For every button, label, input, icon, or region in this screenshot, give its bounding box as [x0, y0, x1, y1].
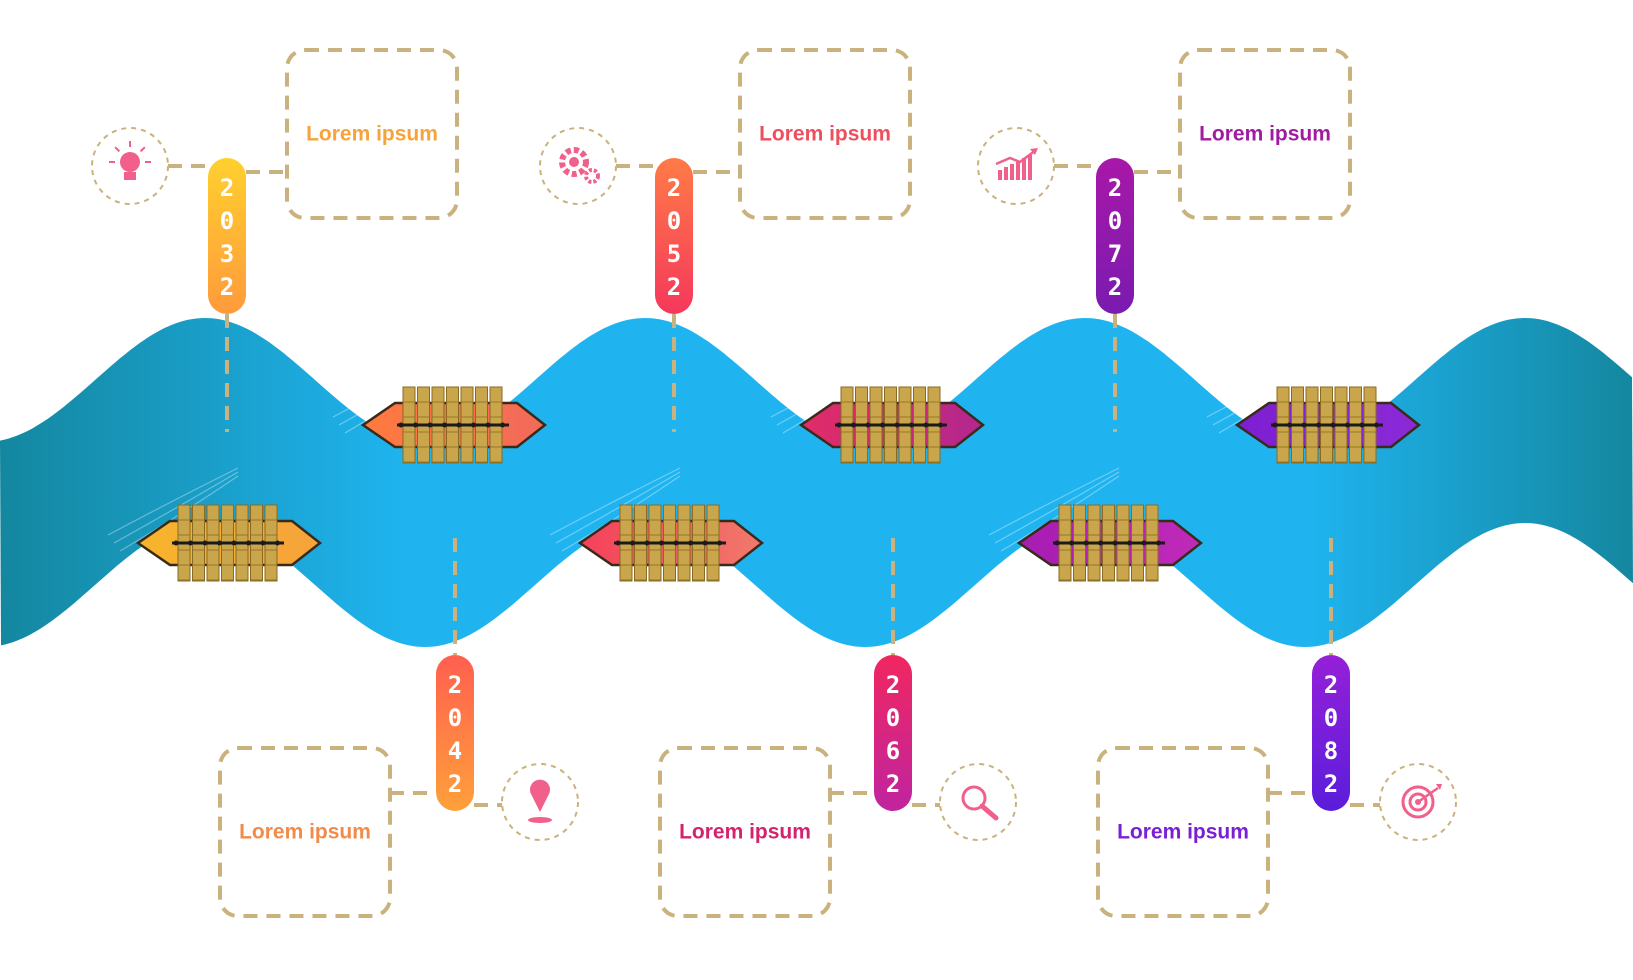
boat — [107, 467, 323, 582]
icon-ring — [501, 763, 579, 841]
card-label: Lorem ipsum — [1199, 123, 1331, 146]
boat — [988, 467, 1204, 582]
card-label: Lorem ipsum — [239, 821, 371, 844]
boat — [549, 467, 765, 582]
gears-icon — [559, 147, 600, 184]
connector-layer — [168, 164, 1380, 807]
year-pill — [208, 158, 246, 314]
year-pill — [1312, 655, 1350, 811]
year-pill — [655, 158, 693, 314]
river-path — [0, 318, 1633, 647]
card-label: Lorem ipsum — [1117, 821, 1249, 844]
boat — [332, 349, 548, 464]
year-pill — [1096, 158, 1134, 314]
icon-ring — [539, 127, 617, 205]
magnifier-icon — [961, 785, 999, 821]
icon-ring — [91, 127, 169, 205]
boat — [770, 349, 986, 464]
map-pin-icon — [528, 779, 552, 823]
boat — [1206, 349, 1422, 464]
growth-chart-icon — [995, 148, 1038, 180]
icon-ring — [939, 763, 1017, 841]
icon-ring — [1379, 763, 1457, 841]
year-pill — [436, 655, 474, 811]
icon-ring — [977, 127, 1055, 205]
year-pill — [874, 655, 912, 811]
lightbulb-icon — [109, 141, 151, 180]
card-label: Lorem ipsum — [679, 821, 811, 844]
target-icon — [1401, 784, 1442, 819]
boats-layer — [107, 349, 1422, 582]
card-label: Lorem ipsum — [306, 123, 438, 146]
card-label: Lorem ipsum — [759, 123, 891, 146]
